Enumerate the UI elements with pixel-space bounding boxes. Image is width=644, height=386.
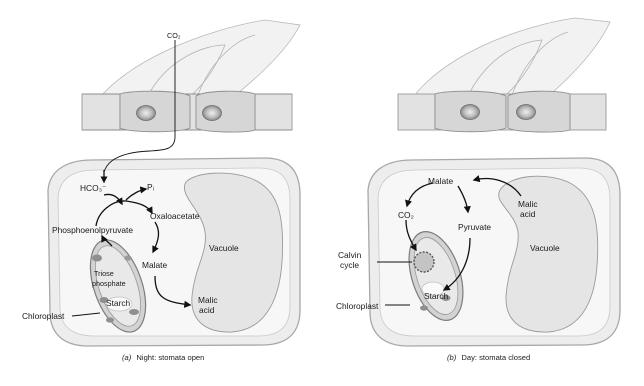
triose-label: Triose [94,269,114,278]
malic-acid-label-b-line2: acid [520,209,536,219]
pi-label: Pᵢ [147,182,154,192]
vacuole-label-b: Vacuole [530,243,560,253]
pyruvate-label: Pyruvate [458,222,491,232]
guard-cell-nucleus [517,105,536,120]
caption-a-text: Night: stomata open [136,353,204,362]
chloroplast-label: Chloroplast [22,311,65,321]
malate-label: Malate [142,260,167,270]
vacuole-label: Vacuole [209,243,239,253]
malic-acid-label-line1: Malic [198,295,218,305]
panel-b: Malate Malic acid CO₂ Pyruvate Calvin cy… [336,18,620,362]
chloroplast-label-b: Chloroplast [336,301,379,311]
calvin-label-line2: cycle [340,260,359,270]
calvin-label-line1: Calvin [338,250,362,260]
pep-label: Phosphoenolpyruvate [52,225,133,235]
starch-label: Starch [106,298,131,308]
oxaloacetate-label: Oxaloacetate [150,211,200,221]
co2-label-b: CO₂ [398,210,414,220]
guard-cell-nucleus [461,105,480,120]
guard-cell-nucleus [203,106,222,121]
caption-b-letter: (b) [447,353,457,362]
guard-cell-nucleus [137,106,156,121]
epidermis-b [398,18,610,132]
co2-label: CO₂ [167,31,181,40]
calvin-cycle-ring [414,252,434,272]
malic-acid-label-line2: acid [199,305,215,315]
malate-label-b: Malate [428,176,453,186]
caption-a-letter: (a) [122,353,132,362]
caption-a: (a) Night: stomata open [122,353,204,362]
panel-a: CO₂ HCO₃⁻ Pᵢ Phosphoenolpyruvate Oxaloac… [22,20,300,362]
caption-b-text: Day: stomata closed [461,353,530,362]
starch-label-b: Starch [424,291,449,301]
epidermis-a [82,20,300,132]
malic-acid-label-b-line1: Malic [518,199,538,209]
hco3-label: HCO₃⁻ [80,183,106,193]
phosphate-label: phosphate [92,279,126,288]
caption-b: (b) Day: stomata closed [447,353,530,362]
